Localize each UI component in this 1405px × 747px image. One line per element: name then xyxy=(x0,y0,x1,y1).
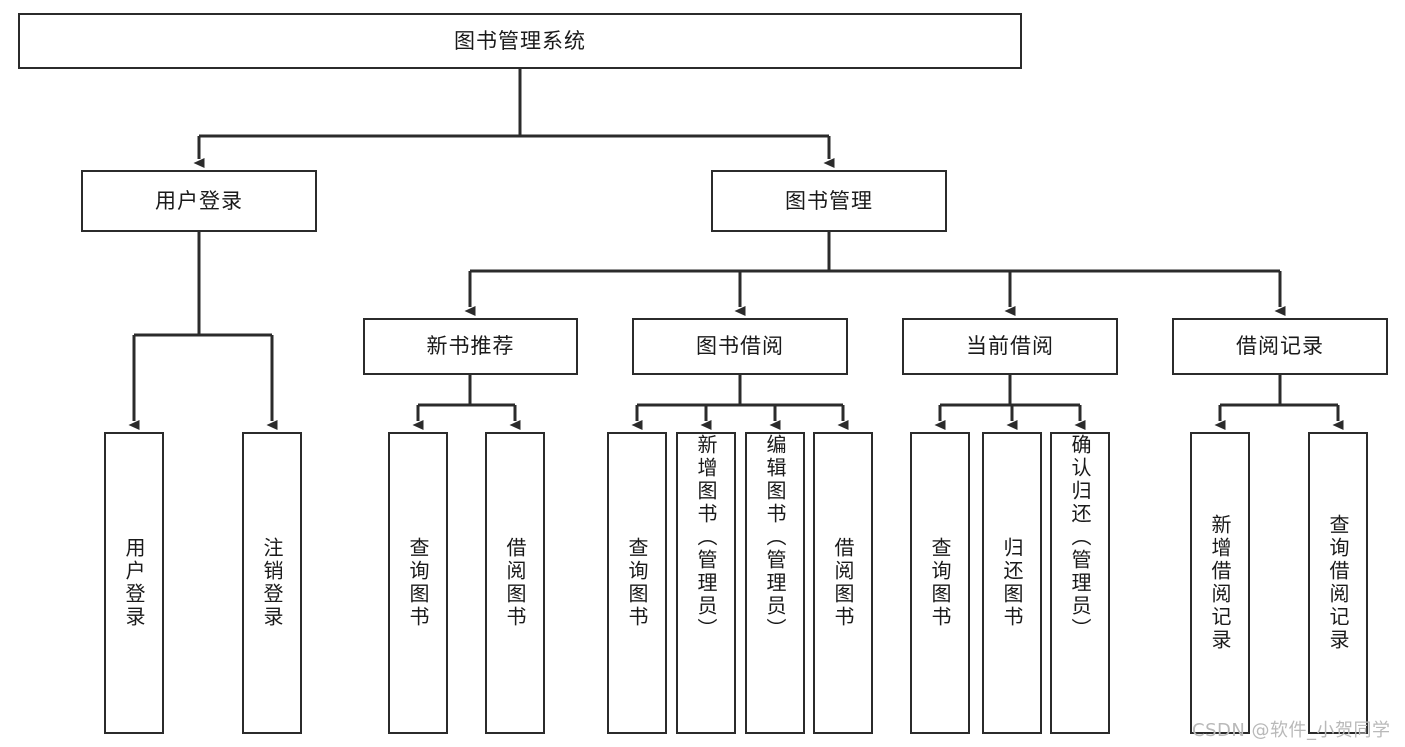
node-leaf-add-book-admin-label: 新增图书（管理员） xyxy=(694,434,718,641)
node-leaf-query-borrow-record-label: 查询借阅记录 xyxy=(1326,514,1350,652)
connector-borrowrecord-to-leaves xyxy=(1214,375,1344,430)
node-leaf-query-book-2[interactable]: 查询图书 xyxy=(607,432,667,734)
node-leaf-user-logout[interactable]: 注销登录 xyxy=(242,432,302,734)
node-leaf-query-book-3-label: 查询图书 xyxy=(928,537,952,629)
node-leaf-borrow-book-1[interactable]: 借阅图书 xyxy=(485,432,545,734)
node-leaf-query-book-2-label: 查询图书 xyxy=(625,537,649,629)
node-leaf-user-logout-label: 注销登录 xyxy=(260,537,284,629)
node-leaf-query-book-1[interactable]: 查询图书 xyxy=(388,432,448,734)
node-user-login[interactable]: 用户登录 xyxy=(81,170,317,232)
node-current-borrow-label: 当前借阅 xyxy=(966,334,1054,359)
node-leaf-query-book-1-label: 查询图书 xyxy=(406,537,430,629)
connector-userlogin-to-leaves xyxy=(128,232,278,430)
node-new-book-recommend-label: 新书推荐 xyxy=(426,334,515,359)
node-leaf-return-book-label: 归还图书 xyxy=(1000,537,1024,629)
node-leaf-borrow-book-1-label: 借阅图书 xyxy=(503,537,527,629)
node-leaf-confirm-return-admin[interactable]: 确认归还（管理员） xyxy=(1050,432,1110,734)
node-leaf-return-book[interactable]: 归还图书 xyxy=(982,432,1042,734)
node-book-manage-label: 图书管理 xyxy=(785,188,873,213)
node-book-borrow[interactable]: 图书借阅 xyxy=(632,318,848,375)
connector-newbook-to-leaves xyxy=(412,375,521,430)
node-leaf-borrow-book-2[interactable]: 借阅图书 xyxy=(813,432,873,734)
connector-root-to-level2 xyxy=(193,69,835,168)
node-borrow-record[interactable]: 借阅记录 xyxy=(1172,318,1388,375)
node-leaf-user-login[interactable]: 用户登录 xyxy=(104,432,164,734)
node-leaf-query-book-3[interactable]: 查询图书 xyxy=(910,432,970,734)
node-leaf-add-borrow-record-label: 新增借阅记录 xyxy=(1208,514,1232,652)
node-book-borrow-label: 图书借阅 xyxy=(696,334,784,359)
node-leaf-user-login-label: 用户登录 xyxy=(122,537,146,629)
node-leaf-query-borrow-record[interactable]: 查询借阅记录 xyxy=(1308,432,1368,734)
connector-bookmanage-to-level3 xyxy=(464,232,1286,316)
connector-bookborrow-to-leaves xyxy=(631,375,849,430)
node-root-system[interactable]: 图书管理系统 xyxy=(18,13,1022,69)
node-root-label: 图书管理系统 xyxy=(454,28,586,53)
node-leaf-borrow-book-2-label: 借阅图书 xyxy=(831,537,855,629)
node-book-manage[interactable]: 图书管理 xyxy=(711,170,947,232)
node-leaf-add-borrow-record[interactable]: 新增借阅记录 xyxy=(1190,432,1250,734)
node-user-login-label: 用户登录 xyxy=(155,188,243,213)
connector-currentborrow-to-leaves xyxy=(934,375,1086,430)
node-leaf-edit-book-admin[interactable]: 编辑图书（管理员） xyxy=(745,432,805,734)
node-current-borrow[interactable]: 当前借阅 xyxy=(902,318,1118,375)
node-leaf-confirm-return-admin-label: 确认归还（管理员） xyxy=(1068,434,1092,641)
node-leaf-edit-book-admin-label: 编辑图书（管理员） xyxy=(763,434,787,641)
node-borrow-record-label: 借阅记录 xyxy=(1236,334,1324,359)
node-leaf-add-book-admin[interactable]: 新增图书（管理员） xyxy=(676,432,736,734)
node-new-book-recommend[interactable]: 新书推荐 xyxy=(363,318,578,375)
